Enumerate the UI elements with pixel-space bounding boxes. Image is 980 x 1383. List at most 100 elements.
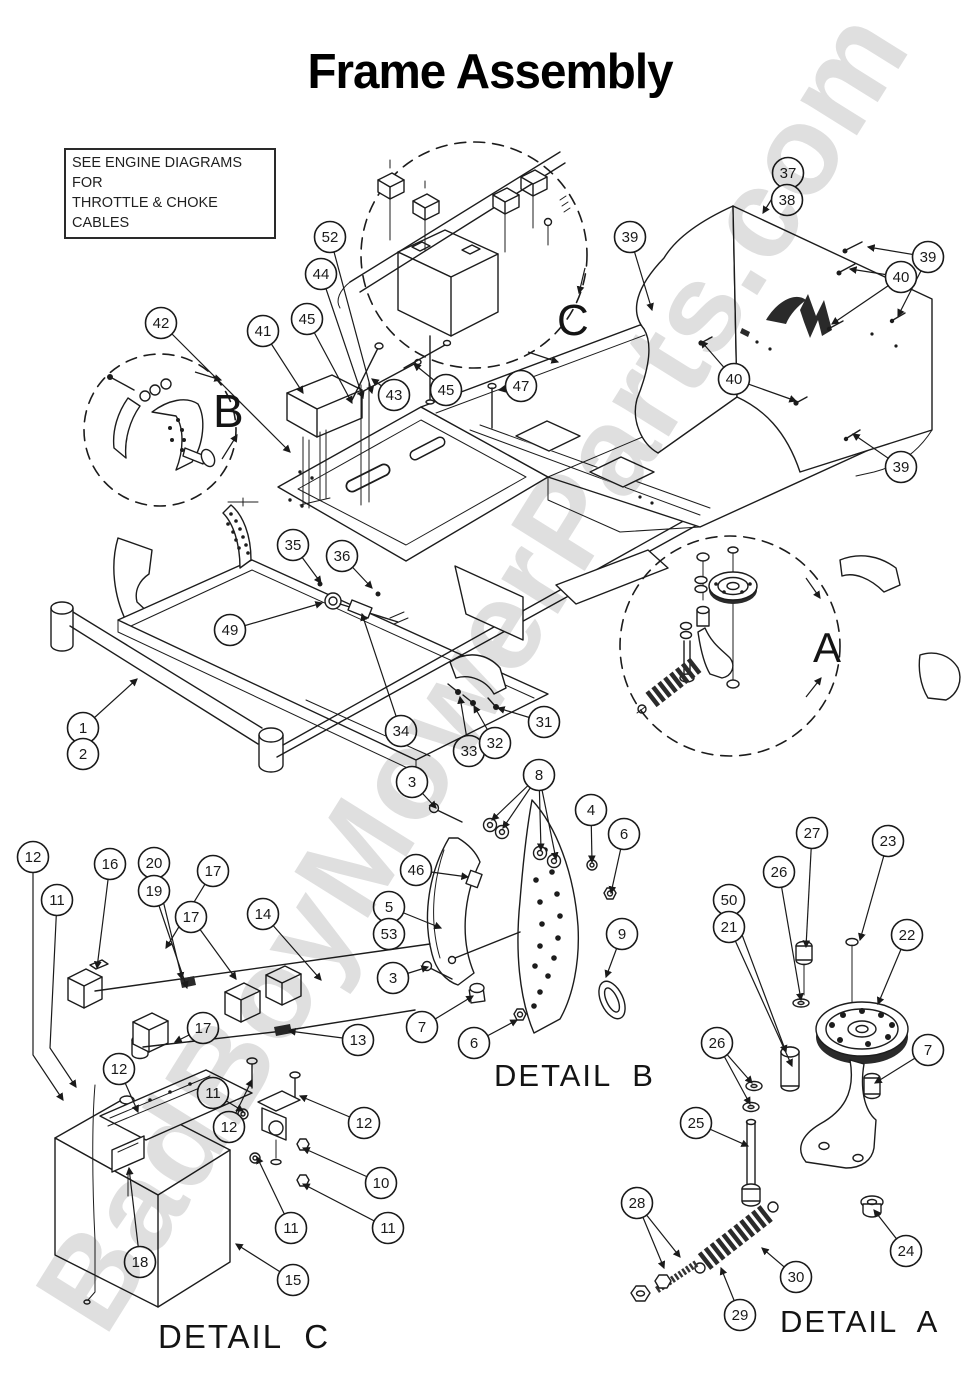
svg-text:11: 11 bbox=[49, 892, 65, 909]
mid-frame bbox=[277, 406, 549, 562]
svg-text:46: 46 bbox=[408, 862, 425, 879]
leader-line bbox=[320, 273, 365, 400]
svg-text:50: 50 bbox=[721, 892, 738, 909]
svg-text:42: 42 bbox=[153, 315, 170, 332]
part-balloon-29: 29 bbox=[723, 1298, 757, 1332]
part-balloon-20: 20 bbox=[137, 846, 171, 880]
engine-note-box: SEE ENGINE DIAGRAMS FOR THROTTLE & CHOKE… bbox=[64, 148, 276, 239]
svg-text:39: 39 bbox=[893, 459, 910, 476]
svg-text:32: 32 bbox=[487, 735, 504, 752]
svg-text:36: 36 bbox=[334, 548, 351, 565]
svg-text:26: 26 bbox=[709, 1035, 726, 1052]
battery bbox=[397, 229, 499, 405]
svg-text:11: 11 bbox=[283, 1220, 299, 1237]
detail-b-exploded bbox=[421, 799, 626, 1034]
svg-text:2: 2 bbox=[79, 746, 87, 763]
svg-text:27: 27 bbox=[804, 825, 821, 842]
part-balloon-11: 11 bbox=[40, 883, 74, 917]
svg-text:25: 25 bbox=[688, 1115, 705, 1132]
detail-circle-c bbox=[337, 141, 588, 405]
svg-text:19: 19 bbox=[146, 883, 163, 900]
part-balloon-19: 19 bbox=[137, 874, 171, 908]
leader-line bbox=[360, 612, 402, 732]
part-balloon-32: 32 bbox=[478, 726, 512, 760]
part-balloon-36: 36 bbox=[325, 539, 359, 573]
svg-text:29: 29 bbox=[732, 1307, 749, 1324]
part-balloon-17: 17 bbox=[196, 854, 230, 888]
part-balloon-3: 3 bbox=[395, 765, 429, 799]
part-balloon-31: 31 bbox=[527, 705, 561, 739]
svg-text:1: 1 bbox=[79, 720, 87, 737]
svg-text:30: 30 bbox=[788, 1269, 805, 1286]
svg-text:10: 10 bbox=[373, 1175, 390, 1192]
part-balloon-33: 33 bbox=[452, 734, 486, 768]
detail-circle-b bbox=[83, 353, 238, 507]
svg-text:12: 12 bbox=[356, 1115, 373, 1132]
part-balloon-8: 8 bbox=[522, 758, 556, 792]
svg-text:17: 17 bbox=[205, 863, 222, 880]
part-balloon-53: 53 bbox=[372, 917, 406, 951]
part-balloon-30: 30 bbox=[779, 1260, 813, 1294]
part-balloon-40: 40 bbox=[717, 362, 751, 396]
part-balloon-21: 21 bbox=[712, 910, 746, 944]
part-balloon-18: 18 bbox=[123, 1245, 157, 1279]
motor-mount bbox=[286, 339, 452, 509]
svg-text:28: 28 bbox=[629, 1195, 646, 1212]
svg-text:11: 11 bbox=[380, 1220, 396, 1237]
section-letter-c: C bbox=[557, 296, 589, 345]
svg-text:39: 39 bbox=[920, 249, 937, 266]
leader-line bbox=[802, 832, 813, 949]
part-balloon-4: 4 bbox=[574, 793, 608, 827]
svg-text:53: 53 bbox=[381, 926, 398, 943]
leader-line bbox=[778, 871, 804, 1002]
part-balloon-43: 43 bbox=[377, 378, 411, 412]
svg-text:41: 41 bbox=[255, 323, 272, 340]
part-balloon-52: 52 bbox=[313, 220, 347, 254]
detail-c-label: DETAIL C bbox=[158, 1318, 331, 1355]
part-balloon-6: 6 bbox=[457, 1026, 491, 1060]
part-balloon-38: 38 bbox=[770, 183, 804, 217]
part-balloon-27: 27 bbox=[795, 816, 829, 850]
part-balloon-12: 12 bbox=[212, 1110, 246, 1144]
part-balloon-42: 42 bbox=[144, 306, 178, 340]
svg-text:17: 17 bbox=[183, 909, 200, 926]
engine-note-line1: SEE ENGINE DIAGRAMS FOR bbox=[72, 155, 243, 191]
rear-tower bbox=[634, 205, 933, 477]
svg-text:6: 6 bbox=[620, 826, 628, 843]
part-balloon-1: 1 bbox=[66, 711, 100, 745]
part-balloon-28: 28 bbox=[620, 1186, 654, 1220]
detail-c-exploded bbox=[54, 943, 431, 1308]
svg-text:9: 9 bbox=[618, 926, 626, 943]
leader-line bbox=[160, 322, 291, 453]
svg-text:33: 33 bbox=[461, 743, 478, 760]
part-balloon-24: 24 bbox=[889, 1234, 923, 1268]
leader-line bbox=[728, 926, 793, 1068]
svg-text:24: 24 bbox=[898, 1243, 915, 1260]
part-balloon-44: 44 bbox=[304, 257, 338, 291]
svg-text:40: 40 bbox=[726, 371, 743, 388]
part-balloon-50: 50 bbox=[712, 883, 746, 917]
part-balloon-45: 45 bbox=[290, 302, 324, 336]
svg-text:12: 12 bbox=[111, 1061, 128, 1078]
svg-text:12: 12 bbox=[25, 849, 42, 866]
part-balloon-49: 49 bbox=[213, 613, 247, 647]
part-balloon-17: 17 bbox=[186, 1011, 220, 1045]
leader-line bbox=[858, 840, 889, 942]
svg-text:12: 12 bbox=[221, 1119, 238, 1136]
detail-a-exploded bbox=[630, 937, 909, 1302]
misc-frame-parts bbox=[222, 497, 961, 710]
svg-text:17: 17 bbox=[195, 1020, 212, 1037]
part-balloon-2: 2 bbox=[66, 737, 100, 771]
svg-text:15: 15 bbox=[285, 1272, 302, 1289]
part-balloon-37: 37 bbox=[771, 156, 805, 190]
section-letter-b: B bbox=[213, 385, 244, 437]
svg-text:40: 40 bbox=[893, 269, 910, 286]
part-balloon-12: 12 bbox=[16, 840, 50, 874]
part-balloon-26: 26 bbox=[700, 1026, 734, 1060]
floor-pan bbox=[117, 559, 549, 773]
leader-line bbox=[49, 899, 77, 1088]
front-bumper bbox=[50, 537, 284, 773]
